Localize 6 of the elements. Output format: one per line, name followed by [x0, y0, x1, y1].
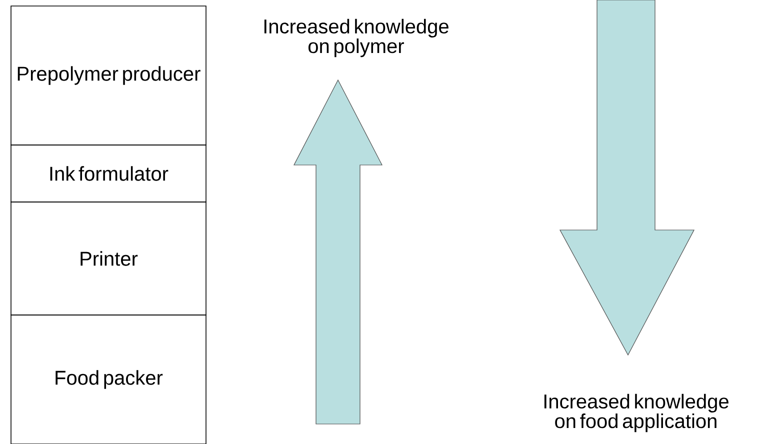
stage-box: Food packer — [10, 314, 206, 444]
stage-box: Prepolymer producer — [10, 6, 206, 146]
arrow-caption: Increased knowledge on polymer — [264, 18, 448, 58]
stage-box: Printer — [10, 202, 206, 316]
stage-box: Ink formulator — [10, 144, 206, 202]
arrow-caption: Increased knowledge on food application — [544, 394, 728, 432]
